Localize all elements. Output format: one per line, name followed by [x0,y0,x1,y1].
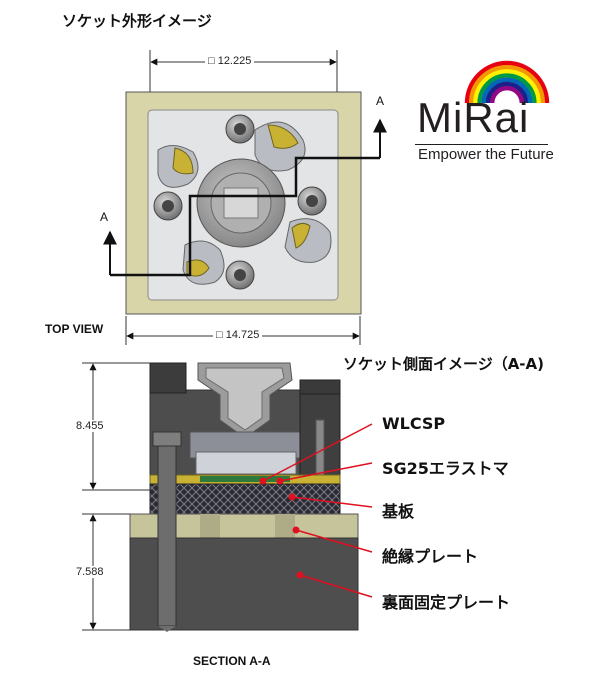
callout-leader-insulation [295,529,373,553]
rainbow-arc [464,60,550,104]
callout-wlcsp: WLCSP [382,414,446,433]
mirai-logo-tagline: Empower the Future [418,146,554,163]
logo-divider [415,144,548,145]
section-marker-right: A [376,94,385,108]
top-view-title: ソケット外形イメージ [62,12,212,30]
pocket-left [157,145,199,188]
lower-height-text: 7.588 [73,566,107,578]
mirai-logo-text: MiRai [417,94,530,141]
screw-left [153,191,183,221]
callout-elastomer: SG25エラストマ [382,459,509,478]
rainbow-arc [485,81,529,104]
upper-height-text: 8.455 [73,420,107,432]
callout-back-fixing-plate: 裏面固定プレート [382,593,511,612]
rainbow-arc [473,69,541,104]
long-screw [152,431,182,632]
outer-dimension-text: □ 14.725 [213,329,263,341]
wlcsp-die [195,451,297,475]
rainbow-arc [490,86,524,104]
screw-bottom [225,260,255,290]
callout-leader-elastomer [279,462,373,482]
pocket-top-right [254,121,306,172]
section-view-title: ソケット側面イメージ（A-A) [343,355,544,373]
rainbow-arc [477,73,537,104]
pocket-bottom [182,240,225,285]
callout-leader-wlcsp [262,423,373,482]
top-view-label: TOP VIEW [45,322,104,336]
screw-head-left [149,362,187,394]
screw-top [225,114,255,144]
callout-insulation-plate: 絶縁プレート [382,547,479,566]
mirai-logo-rainbow [464,60,550,104]
section-view-label: SECTION A-A [193,654,271,668]
inner-dimension-text: □ 12.225 [205,55,255,67]
pocket-right [284,218,332,263]
section-marker-left: A [100,210,109,224]
section-line-a-a [110,156,380,277]
callout-leader-substrate [291,496,373,508]
callout-substrate: 基板 [382,502,415,521]
rainbow-arc [469,65,545,104]
center-lid [196,158,286,248]
screw-right [297,186,327,216]
rainbow-arc [481,77,533,104]
callout-leader-back-plate [299,574,373,598]
